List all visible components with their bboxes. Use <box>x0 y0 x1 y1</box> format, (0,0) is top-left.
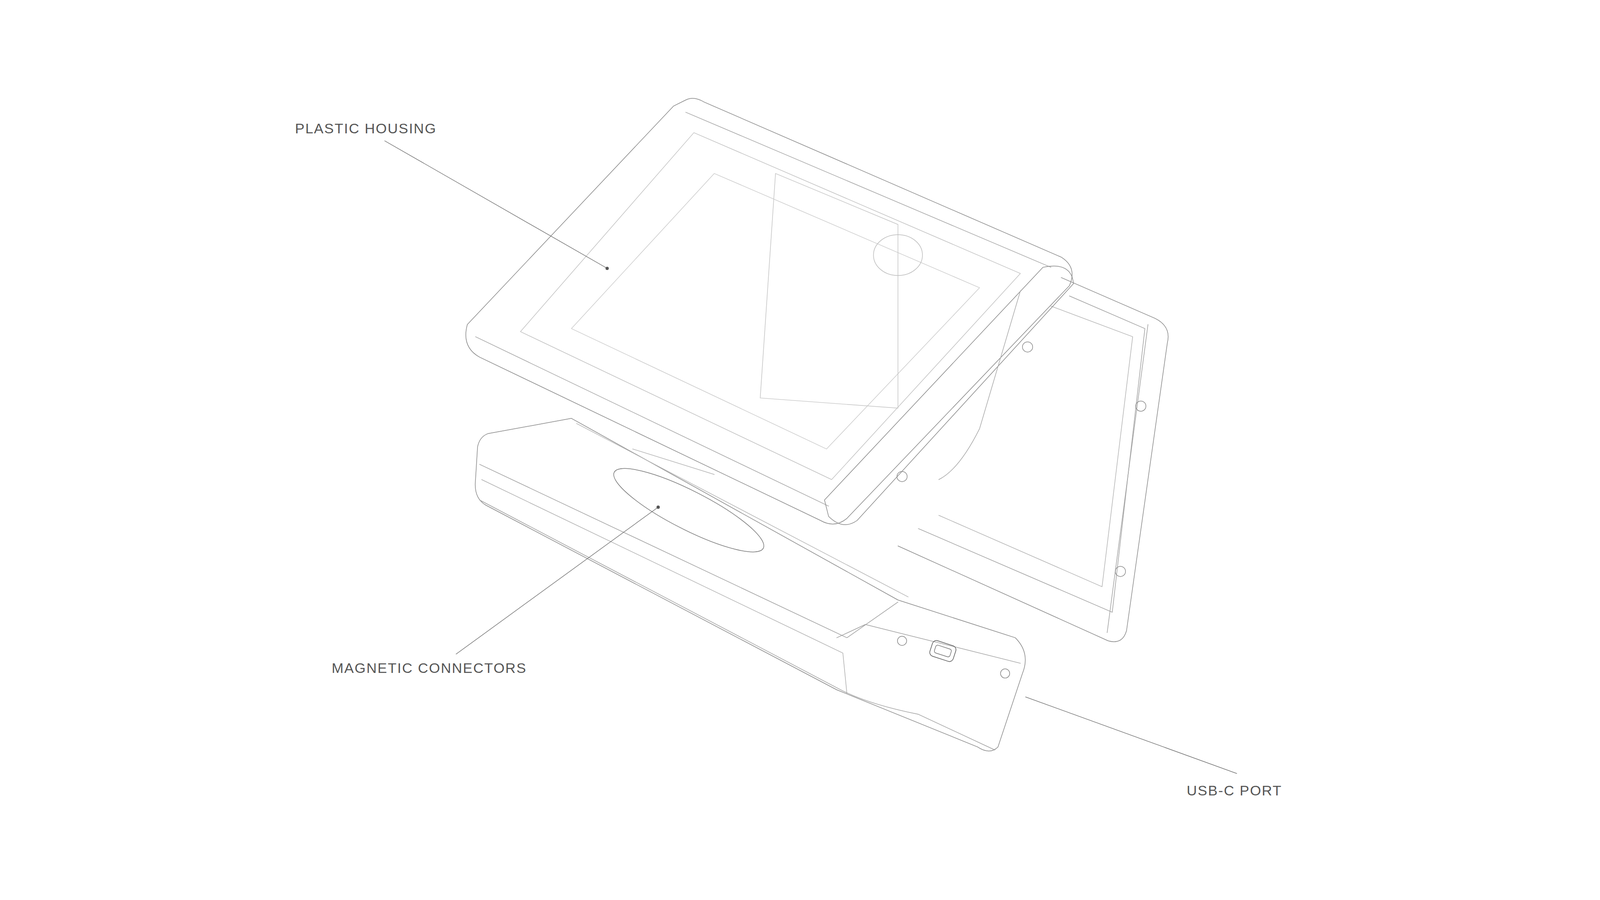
magnetic-connector <box>605 455 773 566</box>
leader-dot <box>656 505 660 509</box>
usb-c-port-inner <box>933 644 952 658</box>
screw <box>1135 400 1146 411</box>
bar-edge <box>479 464 898 638</box>
screw <box>897 471 908 482</box>
screw <box>1022 341 1033 352</box>
rear-frame-edge <box>1107 324 1148 633</box>
housing-outline <box>465 98 1073 525</box>
leader-line <box>384 140 608 269</box>
bar-foot <box>479 500 995 750</box>
part-label: MAGNETIC CONNECTORS <box>330 660 528 676</box>
housing-inner <box>520 132 1021 480</box>
part-label: PLASTIC HOUSING <box>293 120 438 137</box>
rear-frame-inner <box>918 295 1145 613</box>
bar-detail <box>632 449 715 475</box>
rear-frame <box>897 277 1168 642</box>
housing-edge <box>685 112 1052 268</box>
housing-edge <box>475 336 829 507</box>
leader-line <box>1025 697 1237 774</box>
usb-c-port <box>928 639 958 663</box>
leader-dot <box>605 266 609 270</box>
end-cap-curve <box>938 290 1021 480</box>
bar-edge <box>481 479 848 694</box>
housing-rib <box>760 173 899 408</box>
rear-frame-window <box>938 306 1133 587</box>
leader-line <box>456 507 659 655</box>
housing-recess <box>571 173 980 449</box>
bar-end-face <box>836 624 1021 664</box>
housing-boss <box>873 234 923 276</box>
part-label: USB-C PORT <box>1185 782 1284 799</box>
connector-bar <box>475 418 1026 751</box>
screw <box>1115 566 1126 577</box>
screw <box>897 636 907 646</box>
bar-top-strip <box>576 423 909 597</box>
end-cap <box>824 265 1074 525</box>
screw <box>1000 668 1010 678</box>
